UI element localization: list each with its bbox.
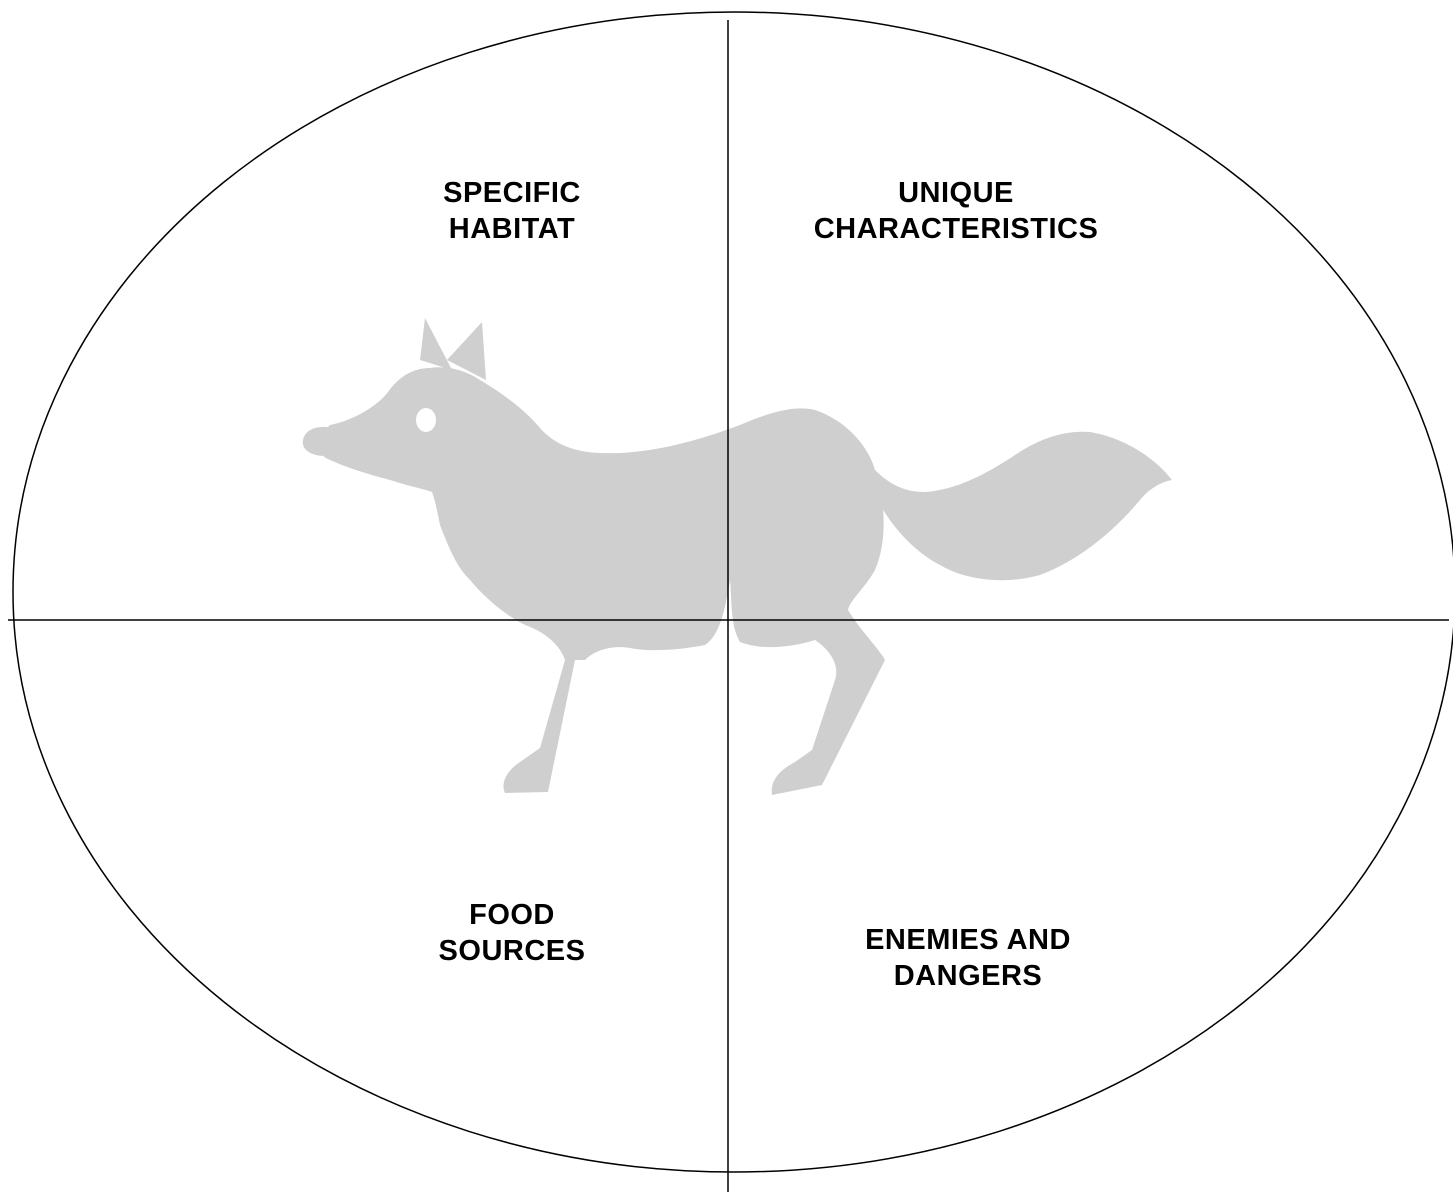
label-line: HABITAT	[448, 213, 576, 245]
label-line: DANGERS	[893, 960, 1043, 992]
label-line: UNIQUE	[898, 177, 1014, 209]
organizer-oval	[12, 11, 1453, 1173]
label-line: FOOD	[469, 899, 555, 931]
fox-eye-icon	[416, 408, 436, 432]
label-line: SOURCES	[438, 935, 586, 967]
label-food-sources: FOOD SOURCES	[439, 897, 586, 969]
label-line: ENEMIES AND	[865, 924, 1071, 956]
label-line: CHARACTERISTICS	[813, 213, 1099, 245]
label-specific-habitat: SPECIFIC HABITAT	[443, 175, 581, 247]
label-line: SPECIFIC	[443, 177, 581, 209]
fox-silhouette-icon	[302, 318, 1172, 795]
label-unique-characteristics: UNIQUE CHARACTERISTICS	[814, 175, 1099, 247]
label-enemies-and-dangers: ENEMIES AND DANGERS	[865, 922, 1071, 994]
